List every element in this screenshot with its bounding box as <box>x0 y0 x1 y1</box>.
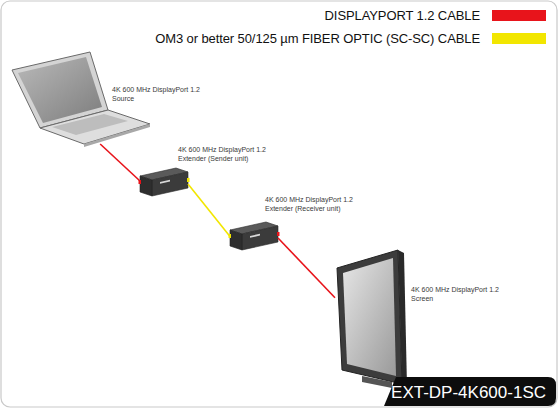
legend-swatch <box>492 33 546 44</box>
device-label: 4K 600 MHz DisplayPort 1.2 Extender (Rec… <box>265 196 365 213</box>
device-label: 4K 600 MHz DisplayPort 1.2 Screen <box>411 286 511 303</box>
legend-swatch <box>492 10 546 21</box>
legend-row: DISPLAYPORT 1.2 CABLE <box>325 7 546 23</box>
model-tab <box>384 377 556 406</box>
sender-unit-illustration <box>139 168 190 196</box>
legend-text: DISPLAYPORT 1.2 CABLE <box>325 8 480 23</box>
cable <box>188 184 230 237</box>
monitor-illustration <box>337 250 407 388</box>
device-label: 4K 600 MHz DisplayPort 1.2 Extender (Sen… <box>178 146 278 163</box>
source-device: 4K 600 MHz DisplayPort 1.2 Source <box>12 48 152 144</box>
sender-unit: 4K 600 MHz DisplayPort 1.2 Extender (Sen… <box>140 166 188 196</box>
cable <box>100 144 140 181</box>
legend-text: OM3 or better 50/125 µm FIBER OPTIC (SC-… <box>155 31 480 46</box>
screen-device: 4K 600 MHz DisplayPort 1.2 Screen <box>335 248 407 390</box>
device-label: 4K 600 MHz DisplayPort 1.2 Source <box>112 86 212 103</box>
receiver-unit-illustration <box>229 222 280 250</box>
model-number: EXT-DP-4K600-1SC <box>391 383 546 403</box>
receiver-unit: 4K 600 MHz DisplayPort 1.2 Extender (Rec… <box>230 220 278 250</box>
legend-row: OM3 or better 50/125 µm FIBER OPTIC (SC-… <box>155 30 546 46</box>
cable <box>278 238 335 298</box>
